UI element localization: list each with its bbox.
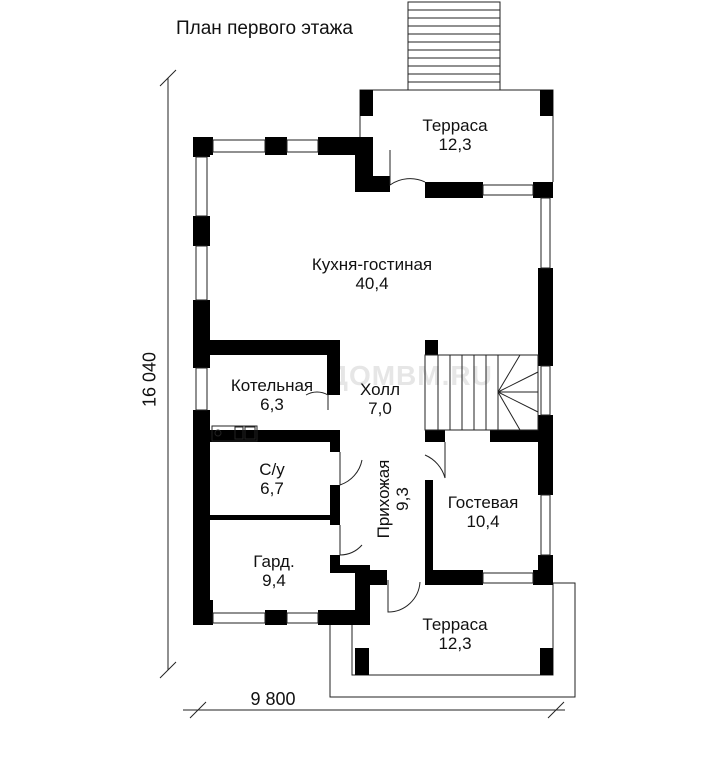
doors — [305, 150, 446, 613]
room-hall: Холл 7,0 — [345, 380, 415, 418]
room-area: 12,3 — [438, 135, 472, 154]
dimension-lines — [159, 69, 565, 719]
terrace-top-posts — [360, 90, 553, 116]
room-area: 9,4 — [262, 571, 286, 590]
room-area: 10,4 — [466, 512, 500, 531]
room-name: Прихожая — [374, 459, 393, 539]
room-area: 40,4 — [355, 274, 389, 293]
room-name: Холл — [359, 380, 401, 399]
interior-stairs — [424, 354, 539, 431]
boiler-equipment — [211, 425, 258, 442]
room-guest: Гостевая 10,4 — [433, 493, 533, 531]
room-name: Терраса — [422, 615, 488, 634]
room-kitchen-living: Кухня-гостиная 40,4 — [292, 255, 452, 293]
room-area: 9,3 — [393, 487, 412, 511]
room-terrace-top: Терраса 12,3 — [405, 116, 505, 154]
dimension-height: 16 040 — [139, 351, 160, 408]
room-wardrobe: Гард. 9,4 — [234, 552, 314, 590]
room-name: Гостевая — [447, 493, 519, 512]
terrace-bottom-posts — [355, 648, 553, 675]
room-entrance-hall: Прихожая 9,3 — [374, 444, 412, 554]
room-bathroom: С/у 6,7 — [232, 460, 312, 498]
room-boiler: Котельная 6,3 — [218, 376, 326, 414]
room-area: 7,0 — [368, 399, 392, 418]
plan-title: План первого этажа — [176, 18, 353, 39]
entrance-stairs — [407, 1, 501, 91]
room-name: Гард. — [253, 552, 295, 571]
room-name: Терраса — [422, 116, 488, 135]
dimension-width: 9 800 — [250, 689, 296, 709]
room-area: 6,3 — [260, 395, 284, 414]
room-name: С/у — [259, 460, 285, 479]
room-name: Котельная — [230, 376, 314, 395]
windows — [195, 139, 551, 624]
room-name: Кухня-гостиная — [311, 255, 433, 274]
room-area: 6,7 — [260, 479, 284, 498]
room-terrace-bottom: Терраса 12,3 — [405, 615, 505, 653]
exterior-walls — [193, 137, 553, 625]
watermark: ДОМВМ.RU — [328, 360, 493, 391]
terrace-bottom-outline — [329, 582, 576, 698]
room-area: 12,3 — [438, 634, 472, 653]
